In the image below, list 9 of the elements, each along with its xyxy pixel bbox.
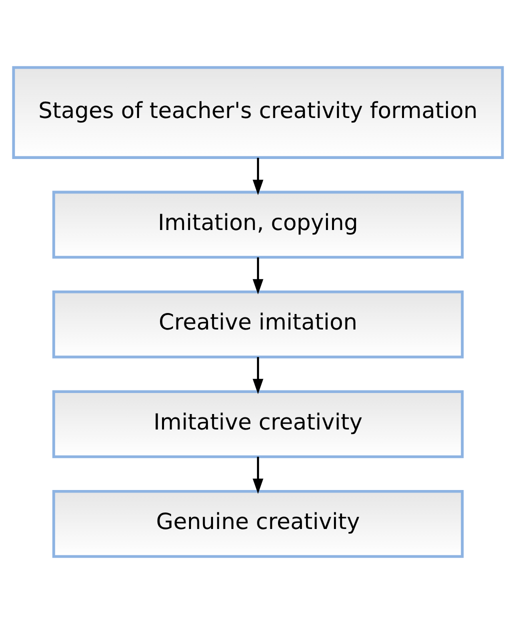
- node-box: Imitative creativity: [52, 390, 464, 458]
- node-box: Imitation, copying: [52, 190, 464, 259]
- arrow: [252, 357, 264, 394]
- arrow: [252, 456, 264, 494]
- arrow: [252, 257, 264, 294]
- arrow: [252, 158, 264, 196]
- node-box: Genuine creativity: [52, 490, 464, 558]
- node-box: Stages of teacher's creativity formation: [12, 66, 504, 159]
- node-box: Creative imitation: [52, 290, 464, 358]
